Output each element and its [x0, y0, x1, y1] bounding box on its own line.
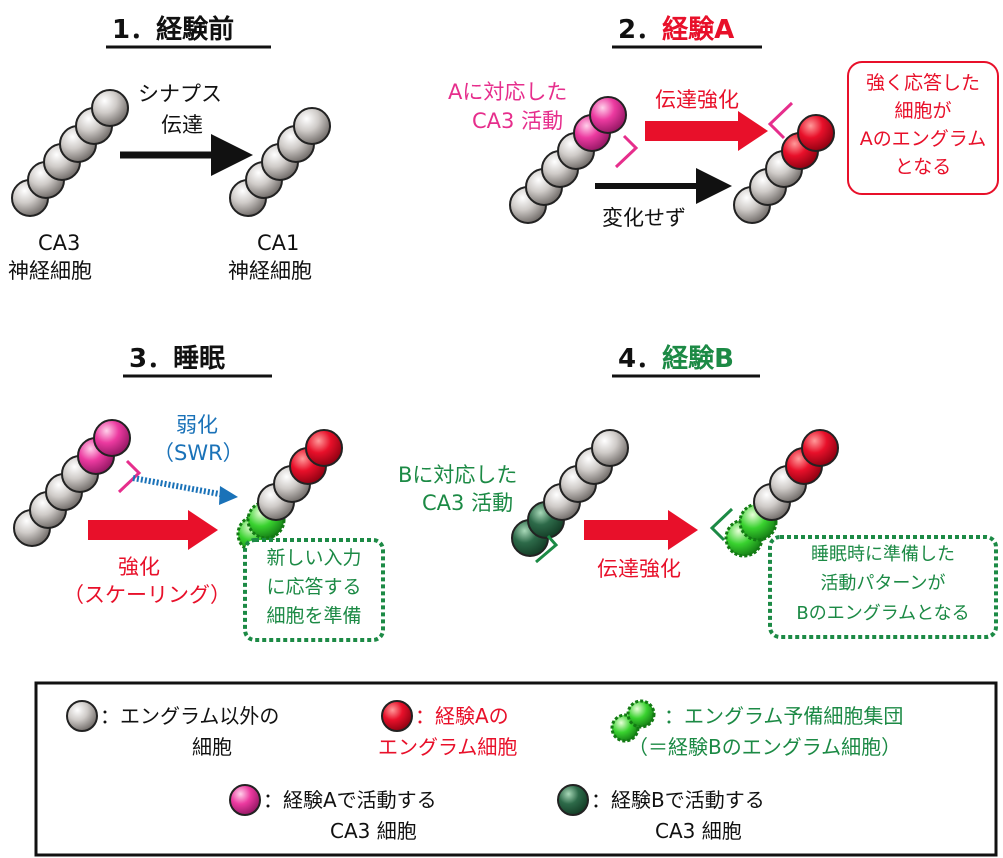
- engram-b-box-line1: 睡眠時に準備した: [811, 544, 955, 565]
- pink-bracket-right: [767, 101, 794, 140]
- engram-b-box: [768, 535, 998, 639]
- legend-green-cluster-icon: [610, 699, 656, 743]
- panel-experience-b: 4．経験B Bに対応した CA3 活動 伝達強化 睡眠時に準備した 活動パターン…: [398, 343, 998, 639]
- panel1-title: 1．経験前: [112, 14, 234, 45]
- callout-line2: 細胞が: [894, 100, 951, 122]
- ca3-chain-sleep: [13, 419, 131, 547]
- ca1-chain-sleep: [236, 429, 343, 554]
- weaken-label-line2: （SWR）: [153, 441, 244, 465]
- legend-green-line2: （＝経験Bのエングラム細胞）: [628, 735, 901, 759]
- ca1-chain-exp-b: [724, 429, 839, 558]
- blue-weaken-arrowhead: [219, 486, 238, 505]
- legend-gray-line2: 細胞: [192, 735, 232, 759]
- panel2-title-number: 2．: [618, 15, 662, 45]
- legend-box: [34, 681, 998, 857]
- strengthen-label-line1: 強化: [118, 555, 160, 579]
- red-strengthen-arrow-sleep: [88, 510, 218, 550]
- pink-bracket-sleep: [117, 459, 142, 494]
- engram-b-box-line3: Bのエングラムとなる: [796, 603, 969, 624]
- callout-line4: となる: [895, 156, 951, 178]
- legend-green-line1: ：エングラム予備細胞集団: [664, 704, 903, 728]
- ca3-chain-exp-a: [509, 96, 627, 224]
- legend-dark-line2: CA3 細胞: [655, 819, 742, 843]
- legend-gray-cell-icon: [66, 700, 98, 732]
- b-ca3-label-line1: Bに対応した: [398, 463, 517, 487]
- ca3-label-line2: 神経細胞: [8, 259, 92, 283]
- prepare-box-line2: に応答する: [266, 576, 361, 598]
- red-strengthen-arrow: [645, 111, 768, 151]
- a-ca3-label-line1: Aに対応した: [448, 80, 567, 104]
- synapse-label-line1: シナプス: [138, 82, 222, 106]
- legend-red-line2: エングラム細胞: [378, 735, 517, 759]
- prepare-cells-box: [243, 538, 385, 642]
- legend-red-line1: ：経験Aの: [415, 704, 509, 728]
- panel4-title-text: 経験B: [662, 343, 734, 374]
- b-ca3-label-line2: CA3 活動: [422, 491, 513, 515]
- prepare-box-line1: 新しい入力: [266, 547, 361, 569]
- legend-red-cell-icon: [381, 700, 413, 732]
- engram-b-box-line2: 活動パターンが: [820, 573, 945, 594]
- unchanged-label: 変化せず: [602, 206, 686, 230]
- exp-a-strengthen-label: 伝達強化: [655, 88, 739, 112]
- green-bracket-left: [535, 535, 559, 564]
- ca1-neuron-chain: [229, 107, 331, 217]
- strengthen-label-line2: （スケーリング）: [63, 583, 231, 607]
- legend-dark-green-cell-icon: [557, 784, 589, 816]
- legend-pink-line2: CA3 細胞: [330, 819, 417, 843]
- panel-experience-a: 2．経験A Aに対応した CA3 活動 伝達強化 変化せず 強く応答した 細: [448, 14, 999, 230]
- exp-b-strengthen-label: 伝達強化: [597, 557, 681, 581]
- panel2-title: 2．経験A: [618, 14, 734, 45]
- legend-gray-line1: ：エングラム以外の: [100, 704, 279, 728]
- ca3-chain-exp-b: [511, 429, 629, 557]
- ca1-label-line2: 神経細胞: [228, 259, 312, 283]
- synapse-label-line2: 伝達: [161, 113, 203, 137]
- panel3-title: 3．睡眠: [129, 344, 225, 374]
- green-bracket-right: [709, 507, 734, 542]
- weaken-label-line1: 弱化: [176, 413, 218, 437]
- panel4-title-number: 4．: [618, 344, 662, 374]
- ca3-label-line1: CA3: [38, 231, 80, 255]
- blue-weaken-arrow: [132, 475, 226, 498]
- legend-pink-cell-icon: [229, 784, 261, 816]
- panel-before-experience: 1．経験前 シナプス 伝達 CA3 神経細胞 CA1 神経細胞: [8, 14, 331, 283]
- legend-pink-line1: ：経験Aで活動する: [263, 788, 437, 812]
- legend-dark-line1: ：経験Bで活動する: [591, 788, 765, 812]
- ca1-chain-exp-a: [733, 114, 835, 224]
- panel-sleep: 3．睡眠 弱化 （SWR） 強化 （スケーリング） 新しい入力 に応答する: [13, 344, 385, 642]
- ca3-neuron-chain: [11, 89, 129, 217]
- engram-a-callout: [847, 61, 999, 195]
- callout-line3: Aのエングラム: [860, 128, 986, 150]
- panel4-title: 4．経験B: [618, 343, 734, 374]
- prepare-box-line3: 細胞を準備: [266, 605, 361, 627]
- panel2-title-text: 経験A: [662, 14, 734, 45]
- a-ca3-label-line2: CA3 活動: [472, 109, 563, 133]
- ca1-label-line1: CA1: [257, 231, 299, 255]
- red-strengthen-arrow-exp-b: [584, 510, 698, 550]
- pink-bracket-left: [614, 134, 639, 169]
- legend: ：エングラム以外の 細胞 ：経験Aの エングラム細胞 ：エングラム予備細胞集団 …: [34, 681, 998, 857]
- callout-line1: 強く応答した: [866, 72, 980, 94]
